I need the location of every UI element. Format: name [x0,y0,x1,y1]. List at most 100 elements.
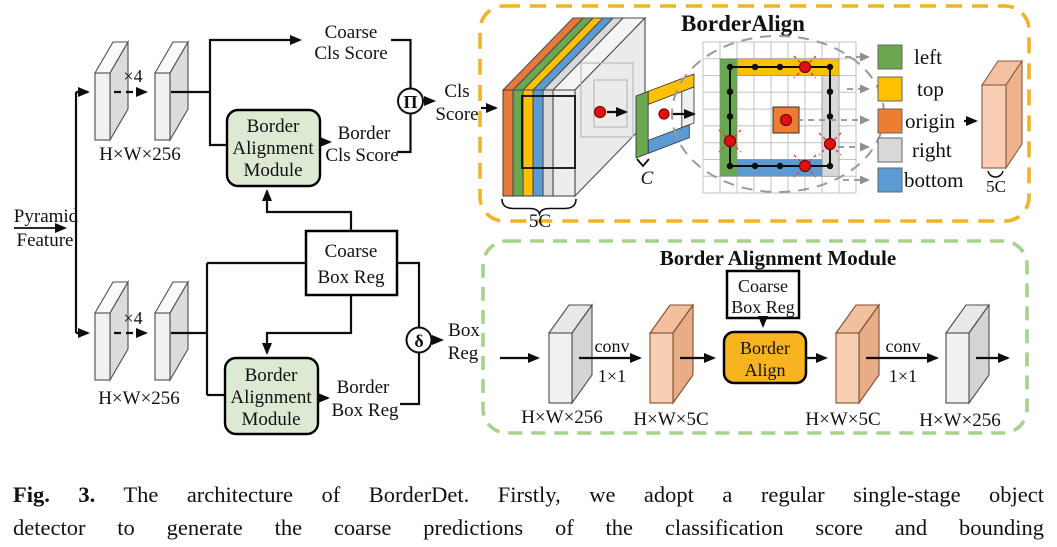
legend-label-left: left [914,45,942,69]
box-out-line2: Reg [448,343,479,364]
legend-label-top: top [917,77,944,101]
legend-label-origin: origin [905,109,956,133]
coarse-box-line1: Coarse [325,241,378,262]
caption-line1-text: The architecture of BorderDet. Firstly, … [123,482,1045,507]
cbr-to-bam-top [262,189,353,231]
pyramid-label-line1: Pyramid [14,206,79,227]
frame-c-label: C [641,168,654,189]
cls-out-line1: Cls [444,81,469,102]
caption-fig-label: Fig. 3. [13,482,96,507]
bam-top-line2: Alignment [232,138,314,159]
to-coarse-cls-arrow [208,35,302,92]
feature-slab [94,279,129,383]
to-bam-top-line [208,92,226,147]
stack-brace [501,198,577,217]
frame-chevron [636,158,650,168]
coarse-cls-line1: Coarse [325,22,378,43]
left-architecture-diagram: Pyramid Feature ×4 H×W×256 Coarse Cls Sc… [14,22,480,436]
legend-swatch-origin [877,108,903,134]
border-align-line1: Border [740,338,790,358]
legend: left top origin right bottom [877,44,964,193]
sample-point-dots [726,63,834,170]
box-out-line1: Box [448,320,480,341]
border-cls-to-product [397,114,412,154]
x4-label-top: ×4 [123,66,142,86]
bam-panel-border [481,239,1029,435]
border-cls-line2: Cls Score [325,145,398,166]
coarse-cls-line2: Cls Score [314,43,387,64]
figure-svg: Pyramid Feature ×4 H×W×256 Coarse Cls Sc… [14,4,1031,436]
border-box-line1: Border [337,377,390,398]
figure-caption: Fig. 3. The architecture of BorderDet. F… [13,478,1044,544]
panel-cbr-line2: Box Reg [731,297,795,317]
bam-bottom-line3: Module [241,409,300,430]
feature-stack-5c [501,16,647,198]
bbox-outline [521,95,576,169]
dim-label-2: H×W×5C [633,409,708,430]
bam-panel-title: Border Alignment Module [660,246,896,270]
caption-line1: Fig. 3. The architecture of BorderDet. F… [13,478,1044,511]
conv2-kernel: 1×1 [889,366,917,386]
output-brace [987,170,1004,178]
conv1-kernel: 1×1 [598,366,626,386]
cbr-to-bam-bottom [262,295,353,355]
legend-swatch-top [877,76,903,102]
dim-label-3: H×W×5C [805,409,880,430]
pyramid-label-line2: Feature [17,230,74,251]
conv1-label: conv [595,336,630,356]
cls-out-line2: Score [435,104,478,125]
legend-swatch-right [877,137,903,163]
borderalign-title: BorderAlign [681,11,805,36]
max-point-dots [723,60,837,173]
legend-label-right: right [912,138,952,162]
x4-label-bottom: ×4 [123,308,142,328]
feat-dim-top: H×W×256 [99,144,181,165]
panel-coarse-box-reg [725,269,801,320]
bam-top-line1: Border [247,116,300,137]
feature-slab [94,39,129,143]
cbr-to-delta [397,261,421,327]
border-box-to-delta [400,353,421,406]
feat-dim-bottom: H×W×256 [98,388,180,409]
product-symbol: Π [403,92,417,112]
bam-slab-5c-post [834,303,881,405]
bam-detail-panel: Border Alignment Module conv 1×1 Coarse … [481,239,1029,435]
feature-slab [154,279,189,383]
border-pooling-grid [671,35,885,194]
output-5c-label: 5C [986,177,1006,196]
coarse-box-line2: Box Reg [317,267,385,288]
bam-top-line3: Module [243,160,302,181]
figure-area: Pyramid Feature ×4 H×W×256 Coarse Cls Sc… [14,4,1031,436]
bam-bottom-line2: Alignment [230,387,312,408]
border-box-line2: Box Reg [331,400,399,421]
max-point-cross-marks [718,55,842,178]
legend-label-bottom: bottom [904,168,964,192]
conv2-label: conv [886,336,921,356]
frame-center-dot [658,108,670,120]
border-cls-line1: Border [338,123,391,144]
border-align-line2: Align [744,360,785,380]
delta-symbol: δ [414,331,423,351]
borderalign-panel: BorderAlign 5C [478,4,1031,232]
bam-slab-5c-pre [648,303,695,405]
feature-slab [154,39,189,143]
output-slab-5c [980,59,1024,170]
bam-slab-256-out [944,303,991,405]
caption-line2: detector to generate the coarse predicti… [13,511,1044,544]
borderalign-panel-border [478,4,1031,223]
legend-swatch-left [877,44,903,70]
anchor-point-dot [593,105,607,119]
legend-links [797,52,870,185]
stack-5c-label: 5C [529,211,551,232]
dim-label-4: H×W×256 [919,410,1001,431]
dim-label-1: H×W×256 [521,407,603,428]
bam-bottom-line1: Border [245,365,298,386]
caption-line2-text: detector to generate the coarse predicti… [13,515,1044,540]
coarse-cls-to-product [391,38,412,88]
delta-node [405,326,433,354]
bam-slab-256-in [547,303,594,405]
legend-swatch-bottom [877,167,903,193]
product-node [397,87,424,115]
panel-cbr-line1: Coarse [738,276,788,296]
border-alignment-module-top [225,108,322,188]
